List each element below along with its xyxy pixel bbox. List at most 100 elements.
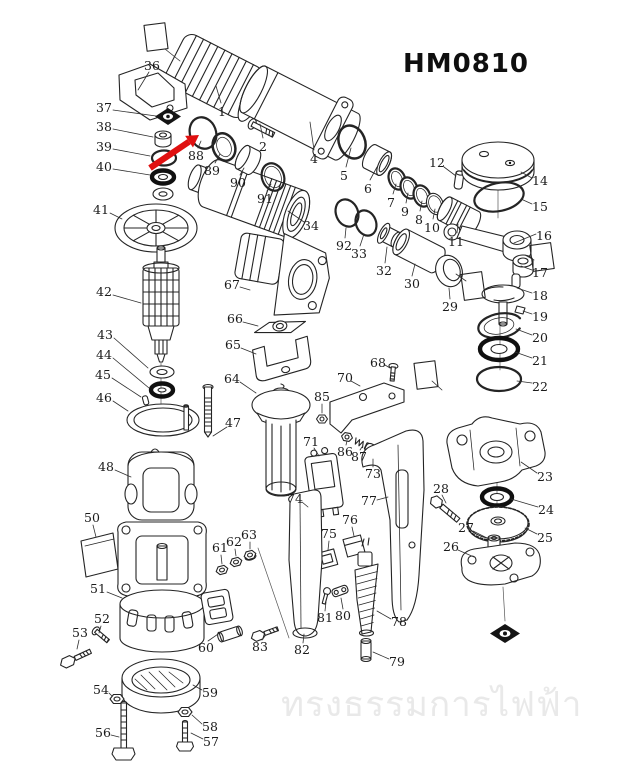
leader-line-79 — [372, 651, 390, 660]
part-label-87: 87 — [351, 449, 367, 464]
leader-line-39 — [112, 148, 151, 157]
leader-line-62 — [234, 548, 237, 557]
part-23-crank-housing — [446, 416, 546, 487]
part-label-50: 50 — [84, 510, 100, 525]
part-label-62: 62 — [226, 534, 242, 549]
part-label-51: 51 — [90, 581, 106, 596]
leader-line-67 — [239, 286, 251, 291]
part-label-38: 38 — [96, 119, 112, 134]
part-label-9: 9 — [401, 204, 409, 219]
part-29-flanged-ring — [435, 254, 463, 288]
part-58-nut — [177, 706, 193, 718]
part-78-cord-guard — [354, 537, 379, 637]
part-label-81: 81 — [317, 610, 333, 625]
part-43-washer — [149, 365, 175, 379]
leader-line-28 — [441, 494, 447, 504]
makita-diamond-mark — [490, 624, 520, 643]
leader-line-37 — [112, 109, 157, 117]
part-41-fan — [114, 203, 198, 253]
part-label-61: 61 — [212, 540, 228, 555]
part-label-27: 27 — [458, 520, 474, 535]
svg-text:B: B — [417, 365, 434, 386]
part-2-bolt — [247, 118, 276, 138]
leader-line-57 — [190, 732, 204, 740]
part-79-sleeve — [360, 637, 372, 663]
part-33-oring — [354, 209, 378, 237]
part-label-71: 71 — [303, 434, 319, 449]
leader-line-11 — [456, 223, 459, 234]
leader-line-80 — [340, 597, 344, 610]
part-label-32: 32 — [376, 263, 392, 278]
part-57-bolt — [175, 720, 195, 752]
leader-line-6 — [369, 166, 378, 181]
leader-line-90 — [239, 167, 245, 176]
part-label-80: 80 — [335, 608, 351, 623]
leader-line-53 — [76, 639, 80, 650]
leader-line-42 — [112, 294, 142, 304]
part-label-90: 90 — [230, 175, 246, 190]
part-label-83: 83 — [252, 639, 268, 654]
part-24-bearing — [479, 486, 515, 508]
part-61-nut — [215, 564, 229, 576]
leader-line-61 — [220, 554, 223, 565]
leader-line-78 — [376, 610, 392, 620]
leader-line-41 — [109, 212, 123, 220]
part-label-88: 88 — [188, 148, 204, 163]
part-14-piston — [461, 141, 535, 191]
part-19-key — [514, 305, 526, 315]
part-44-bearing — [148, 381, 176, 399]
part-label-79: 79 — [389, 654, 405, 669]
leader-line-1 — [215, 85, 222, 104]
part-48-field — [124, 448, 198, 521]
leader-line-21 — [514, 351, 533, 359]
part-34-tool-holder — [187, 159, 311, 239]
leader-line-82 — [302, 633, 305, 644]
part-42-armature — [142, 245, 180, 363]
part-label-11: 11 — [448, 234, 464, 249]
part-5-oring — [337, 124, 367, 160]
part-label-48: 48 — [98, 459, 114, 474]
part-label-2: 2 — [259, 139, 267, 154]
leader-line-86 — [345, 440, 348, 446]
leader-line-50 — [92, 524, 97, 538]
leader-line-75 — [327, 540, 330, 551]
leader-line-46 — [112, 400, 129, 412]
part-label-29: 29 — [442, 299, 458, 314]
part-60-pin — [217, 625, 243, 643]
part-label-65: 65 — [225, 337, 241, 352]
part-label-68: 68 — [370, 355, 386, 370]
leader-line-65 — [240, 347, 257, 355]
view-label-A-2: A — [460, 271, 486, 301]
leader-line-25 — [524, 527, 538, 535]
part-25-gear — [466, 506, 530, 543]
part-label-26: 26 — [443, 539, 459, 554]
leader-line-88 — [197, 140, 202, 149]
part-label-64: 64 — [224, 371, 240, 386]
leader-line-56 — [110, 734, 120, 738]
part-45-pin — [141, 395, 150, 406]
part-label-60: 60 — [198, 640, 214, 655]
part-label-43: 43 — [97, 327, 113, 342]
part-20-retaining-ring — [477, 312, 522, 340]
part-92-oring — [334, 198, 360, 228]
part-85-nut — [315, 414, 329, 424]
part-label-37: 37 — [96, 100, 112, 115]
part-label-63: 63 — [241, 527, 257, 542]
part-label-42: 42 — [96, 284, 112, 299]
part-62-nut — [229, 556, 243, 568]
part-28-bolt — [429, 495, 461, 523]
part-label-67: 67 — [224, 277, 240, 292]
part-56-bolt — [111, 700, 136, 761]
leader-line-44 — [112, 357, 150, 389]
part-16-connecting-rod — [443, 223, 532, 262]
part-37-diamond-nut — [155, 108, 181, 125]
view-label-A-0: A — [143, 22, 169, 52]
view-label-leader-1 — [524, 254, 535, 261]
view-label-leader-3 — [431, 380, 443, 391]
part-91-ring — [260, 162, 286, 192]
part-label-22: 22 — [532, 379, 548, 394]
part-47-long-screw — [202, 383, 214, 438]
part-22-oring — [475, 365, 523, 393]
